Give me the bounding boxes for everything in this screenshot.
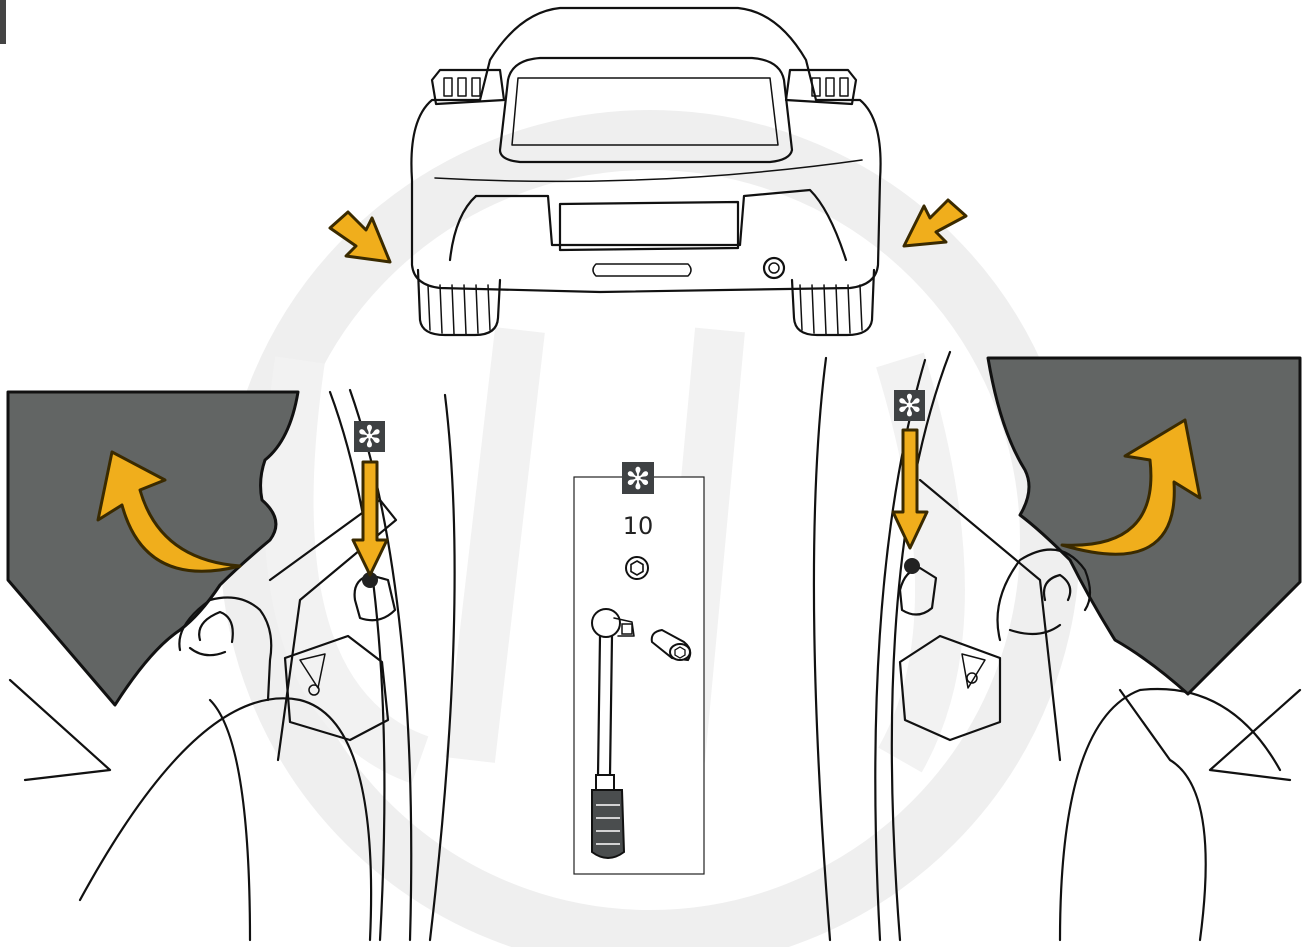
- right-marker-symbol: ✻: [897, 389, 922, 424]
- license-plate: [560, 202, 738, 250]
- left-marker-symbol: ✻: [357, 420, 382, 455]
- tool-marker-symbol: ✻: [625, 462, 650, 497]
- exhaust-pipe: [764, 258, 784, 278]
- socket-size-label: 10: [623, 512, 654, 540]
- left-down-arrow-icon: [353, 462, 387, 575]
- tool-panel: ✻ 10: [574, 462, 704, 874]
